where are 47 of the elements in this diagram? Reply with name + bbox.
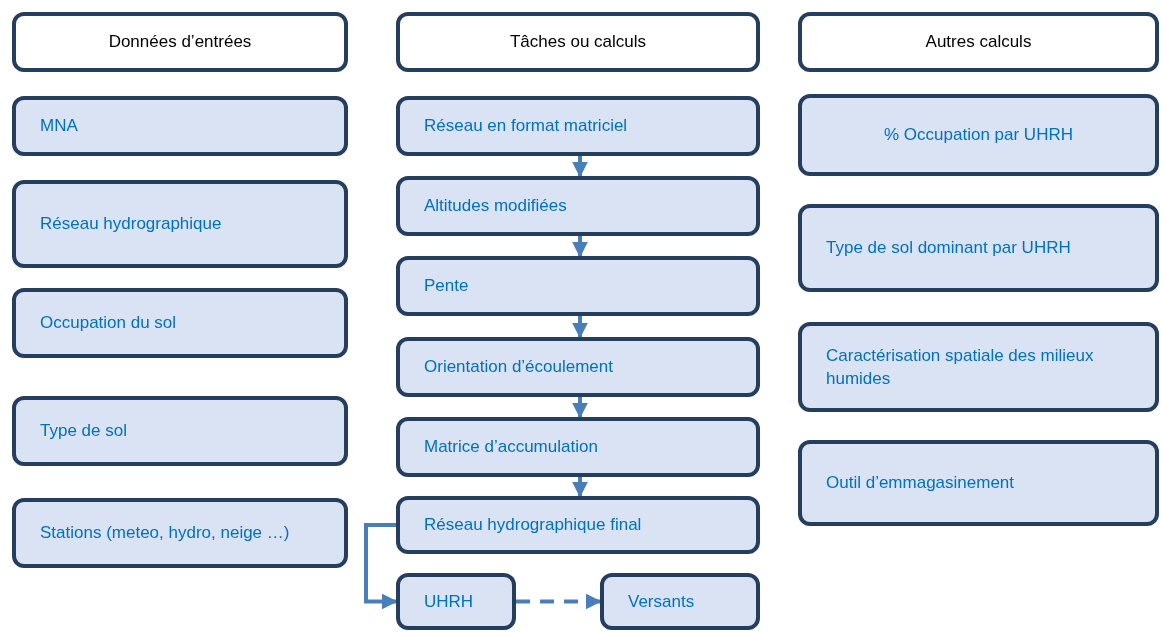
process-box: [798, 440, 1159, 526]
arrow: [572, 397, 588, 419]
process-box: [396, 496, 760, 554]
process-box: [396, 256, 760, 316]
process-box: [12, 96, 348, 156]
process-box: [600, 573, 760, 630]
box-label: Versants: [628, 590, 695, 613]
box-label: Occupation du sol: [40, 312, 177, 335]
box-label: Altitudes modifiées: [424, 195, 567, 218]
box-label: UHRH: [424, 590, 474, 613]
box-label: Pente: [424, 275, 469, 298]
process-box: [396, 96, 760, 156]
box-label: Réseau hydrographique: [40, 213, 222, 236]
box-label: Autres calculs: [925, 31, 1032, 54]
header-box: [396, 12, 760, 72]
process-box: [396, 573, 516, 630]
box-label: Stations (meteo, hydro, neige …): [40, 522, 290, 545]
box-label: Caractérisation spatiale des milieux humides: [826, 344, 1095, 390]
process-box: [798, 322, 1159, 412]
box-label: % Occupation par UHRH: [884, 124, 1073, 147]
process-box: [12, 396, 348, 466]
box-label: Outil d’emmagasinement: [826, 472, 1015, 495]
arrow: [572, 477, 588, 498]
box-label: Tâches ou calculs: [509, 31, 647, 54]
process-box: [798, 94, 1159, 176]
arrow: [572, 156, 588, 178]
process-box: [12, 288, 348, 358]
arrow: [364, 523, 398, 610]
arrow: [572, 236, 588, 258]
box-label: Matrice d’accumulation: [424, 436, 598, 459]
process-box: [396, 337, 760, 397]
process-box: [798, 204, 1159, 292]
box-label: Orientation d’écoulement: [424, 356, 613, 379]
process-box: [396, 417, 760, 477]
box-label: Données d’entrées: [108, 31, 252, 54]
arrow: [516, 593, 602, 610]
header-box: [798, 12, 1159, 72]
header-box: [12, 12, 348, 72]
box-label: Type de sol: [40, 420, 127, 443]
box-label: MNA: [40, 115, 78, 138]
process-box: [396, 176, 760, 236]
process-box: [12, 180, 348, 268]
arrow: [572, 316, 588, 339]
box-label: Type de sol dominant par UHRH: [826, 237, 1071, 260]
process-box: [12, 498, 348, 568]
box-label: Réseau en format matriciel: [424, 115, 628, 138]
box-label: Réseau hydrographique final: [424, 514, 642, 537]
